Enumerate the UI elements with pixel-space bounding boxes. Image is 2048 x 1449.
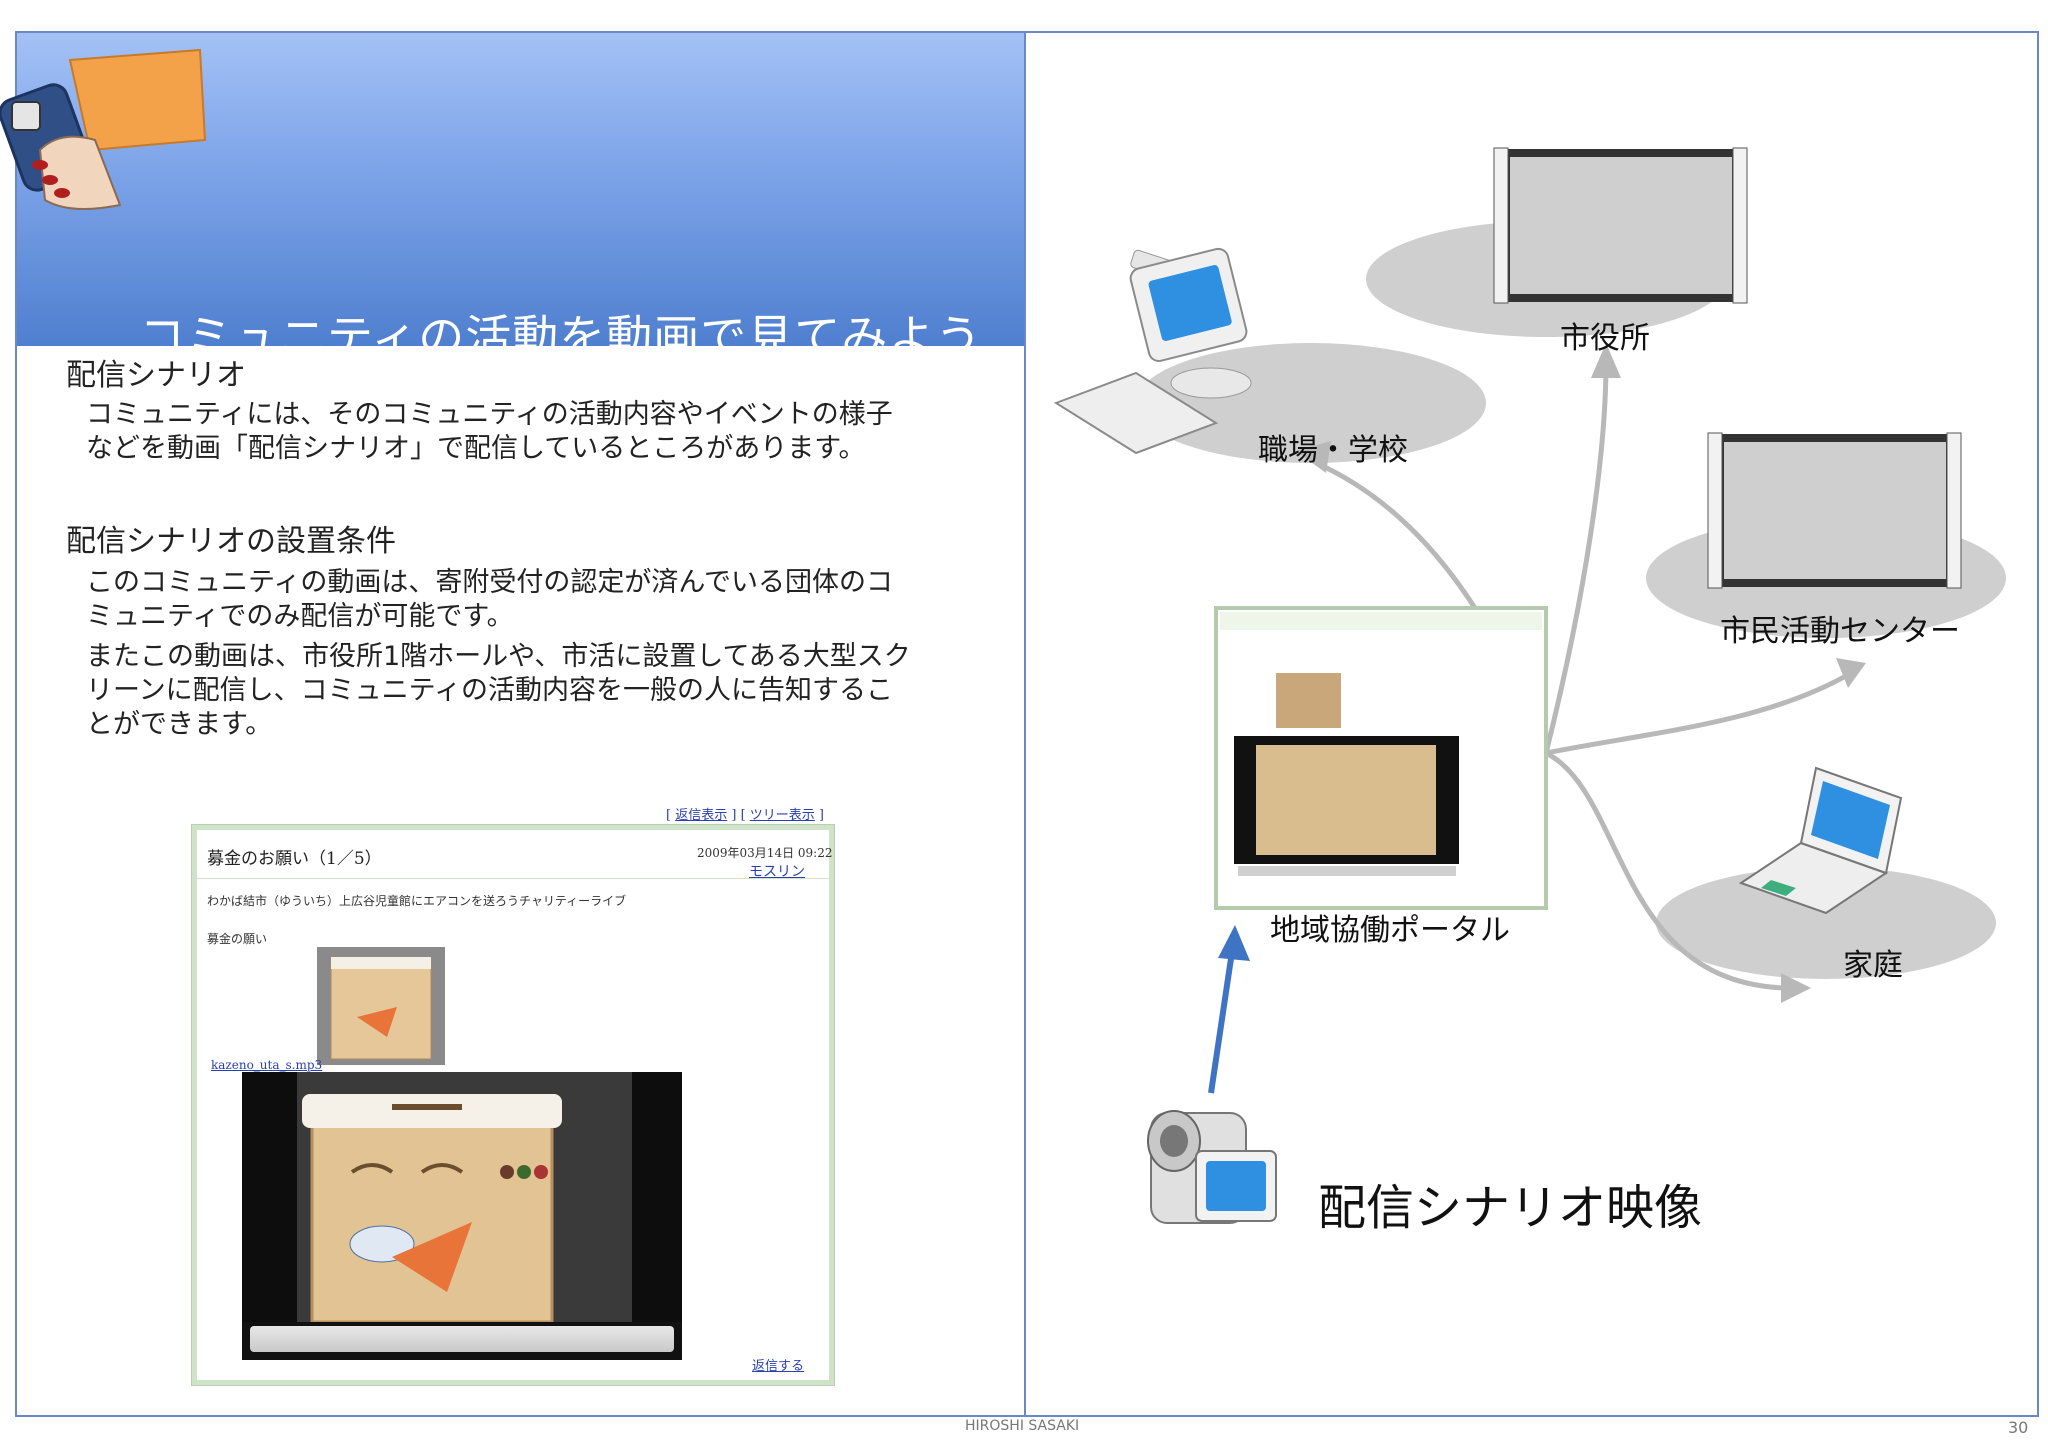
node-label-home: 家庭 xyxy=(1843,948,1903,983)
distribution-diagram xyxy=(1053,147,2006,1224)
author-link[interactable]: モスリン xyxy=(749,864,805,880)
laptop-icon xyxy=(1738,766,1903,915)
video-player[interactable] xyxy=(242,1072,682,1360)
post-top-links: [ 返信表示 ] [ ツリー表示 ] xyxy=(666,808,825,823)
node-label-portal: 地域協働ポータル xyxy=(1270,913,1510,948)
flat-screen-tv-icon xyxy=(1493,147,1748,304)
home-platform xyxy=(1656,867,1996,979)
node-label-civic-center: 市民活動センター xyxy=(1720,614,1960,649)
video-camera-icon xyxy=(1147,1110,1277,1224)
portal-screenshot-thumbnail xyxy=(1214,606,1548,910)
desktop-computer-icon xyxy=(1053,247,1252,455)
event-line: わかば結市（ゆういち）上広谷児童館にエアコンを送ろうチャリティーライブ xyxy=(207,894,627,908)
post-title: 募金のお願い（1／5） xyxy=(207,849,382,869)
post-date: 2009年03月14日 09:22 xyxy=(697,846,833,860)
donation-box-thumbnail xyxy=(317,947,445,1065)
column-divider xyxy=(1024,31,1026,1417)
slide-frame xyxy=(15,31,2039,1417)
reply-view-link[interactable]: 返信表示 xyxy=(675,808,728,823)
attachment-link[interactable]: kazeno_uta_s.mp3 xyxy=(211,1058,323,1072)
footer-author: HIROSHI SASAKI xyxy=(965,1418,1080,1434)
page-title: コミュニティの活動を動画で見てみよう xyxy=(139,310,983,364)
divider xyxy=(197,878,829,879)
section-heading-scenario: 配信シナリオ xyxy=(66,358,246,393)
node-label-work-school: 職場・学校 xyxy=(1258,433,1408,468)
section-paragraph: コミュニティには、そのコミュニティの活動内容やイベントの様子 などを動画「配信シ… xyxy=(86,399,893,464)
video-frame xyxy=(242,1072,682,1324)
hand-remote-icon xyxy=(0,48,207,210)
portal-post-screenshot: 募金のお願い（1／5） 2009年03月14日 09:22 モスリン わかば結市… xyxy=(192,825,834,1385)
tree-view-link[interactable]: ツリー表示 xyxy=(749,808,815,823)
section-paragraph: このコミュニティの動画は、寄附受付の認定が済んでいる団体のコ ミュニティでのみ配… xyxy=(86,567,894,632)
source-label: 配信シナリオ映像 xyxy=(1318,1180,1703,1236)
section-paragraph: またこの動画は、市役所1階ホールや、市活に設置してある大型スク リーンに配信し、… xyxy=(86,641,911,740)
reply-link[interactable]: 返信する xyxy=(752,1359,805,1374)
flat-screen-tv-icon xyxy=(1707,432,1962,589)
video-controls[interactable] xyxy=(250,1326,674,1352)
section-heading-conditions: 配信シナリオの設置条件 xyxy=(66,524,396,559)
page-number: 30 xyxy=(2008,1418,2029,1437)
body-text: 募金の願い xyxy=(207,932,268,946)
node-label-city-hall: 市役所 xyxy=(1560,321,1650,356)
